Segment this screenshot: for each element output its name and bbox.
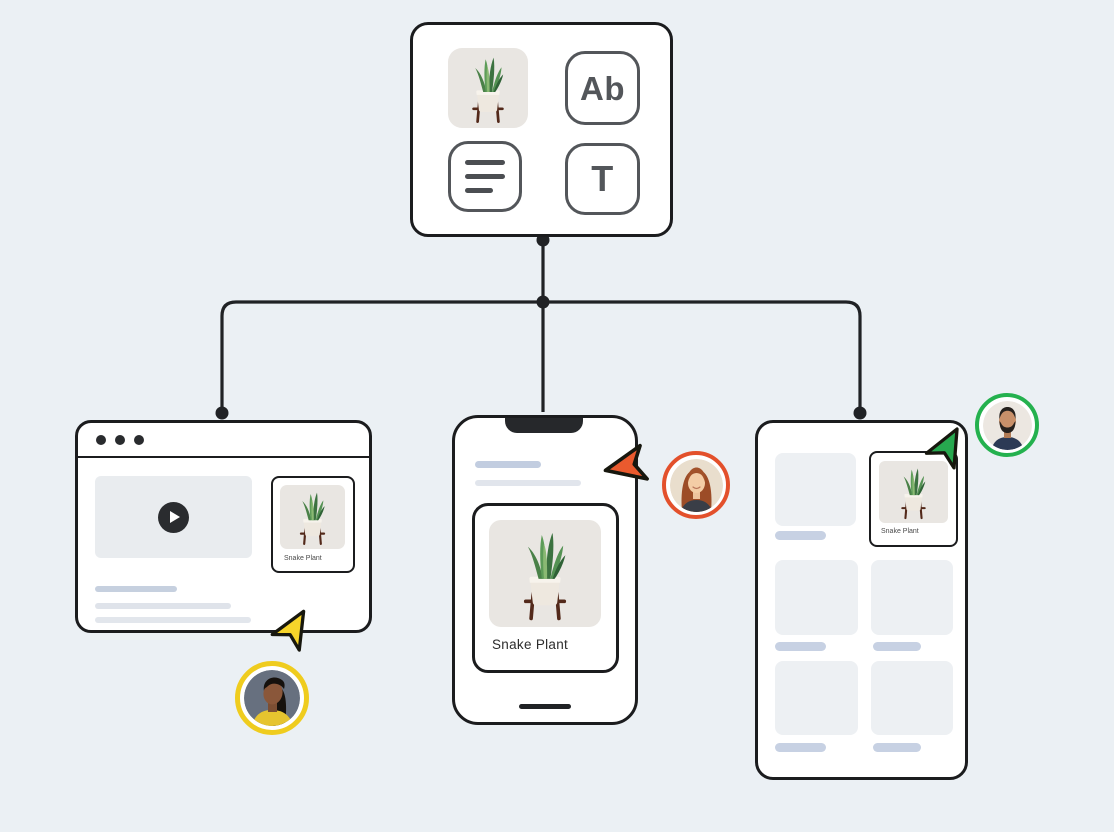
- home-indicator: [519, 704, 571, 709]
- window-control-dot: [96, 434, 106, 445]
- product-caption: Snake Plant: [492, 637, 569, 652]
- grid-placeholder: [775, 453, 856, 526]
- text-placeholder-line: [95, 603, 231, 609]
- grid-placeholder: [775, 560, 858, 635]
- snake-plant-image: [489, 520, 601, 627]
- window-control-dot: [115, 434, 125, 445]
- grid-placeholder: [871, 661, 953, 735]
- text-lines-icon: [465, 160, 505, 193]
- window-control-dot: [134, 434, 144, 445]
- browser-titlebar: [78, 423, 369, 458]
- avatar-photo: [982, 400, 1032, 450]
- text-block-asset-tile[interactable]: [448, 141, 522, 212]
- product-image: [489, 520, 601, 627]
- avatar-green[interactable]: [975, 393, 1039, 457]
- snake-plant-image: [280, 485, 345, 549]
- image-asset-tile[interactable]: [448, 48, 528, 128]
- product-caption: Snake Plant: [881, 528, 919, 535]
- connector-node-browser: [215, 406, 229, 420]
- asset-library-card: Ab T: [410, 22, 673, 237]
- product-image: [280, 485, 345, 549]
- connector-node-tablet: [853, 406, 867, 420]
- play-button[interactable]: [158, 501, 189, 533]
- avatar-yellow[interactable]: [235, 661, 309, 735]
- grid-placeholder: [775, 661, 858, 735]
- caption-placeholder: [775, 743, 826, 752]
- caption-placeholder: [873, 743, 921, 752]
- text-style-asset-tile[interactable]: Ab: [565, 51, 640, 125]
- typography-asset-tile[interactable]: T: [565, 143, 640, 215]
- avatar-photo: [669, 458, 723, 512]
- text-placeholder-line: [475, 461, 541, 468]
- cursor-orange-icon: [598, 438, 655, 495]
- product-caption: Snake Plant: [284, 555, 322, 562]
- avatar-photo: [244, 670, 300, 726]
- text-placeholder-line: [95, 586, 177, 592]
- browser-window: Snake Plant: [75, 420, 372, 633]
- product-card-phone[interactable]: Snake Plant: [472, 503, 619, 673]
- caption-placeholder: [775, 531, 826, 540]
- caption-placeholder: [873, 642, 921, 651]
- phone-notch: [505, 418, 583, 433]
- product-image: [879, 461, 948, 523]
- connector-branches: [220, 300, 862, 413]
- typography-label: T: [591, 158, 614, 199]
- product-card-tablet[interactable]: Snake Plant: [869, 451, 958, 547]
- connector-node-junction: [536, 295, 550, 309]
- video-placeholder: [95, 476, 252, 558]
- grid-placeholder: [871, 560, 953, 635]
- caption-placeholder: [775, 642, 826, 651]
- tablet-mockup: Snake Plant: [755, 420, 968, 780]
- avatar-orange[interactable]: [662, 451, 730, 519]
- snake-plant-image: [448, 48, 528, 128]
- text-placeholder-line: [475, 480, 581, 486]
- phone-mockup: Snake Plant: [452, 415, 638, 725]
- product-card-browser[interactable]: Snake Plant: [271, 476, 355, 573]
- text-style-label: Ab: [580, 69, 625, 107]
- play-icon: [170, 511, 180, 523]
- snake-plant-image: [879, 461, 948, 523]
- text-placeholder-line: [95, 617, 251, 623]
